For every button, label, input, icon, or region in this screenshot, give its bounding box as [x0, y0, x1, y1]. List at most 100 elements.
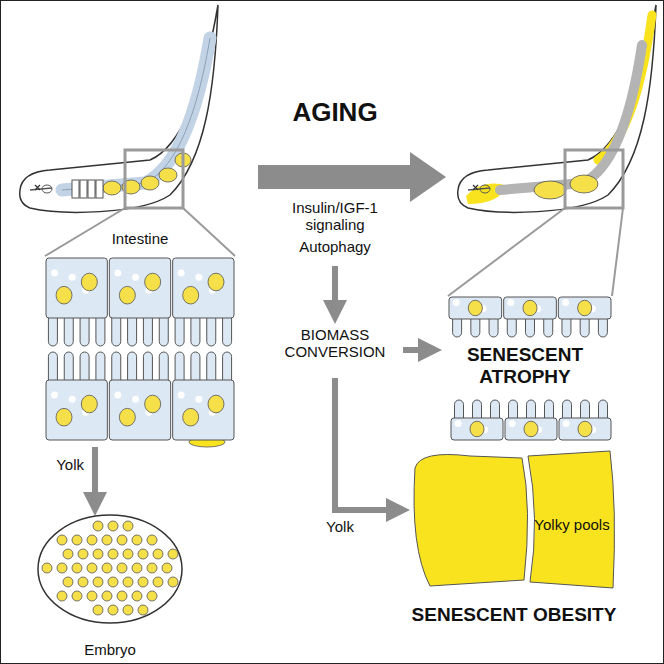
zoom-box: [565, 150, 623, 208]
lipid-droplet: [455, 420, 462, 427]
lipid-droplet: [195, 274, 202, 281]
intestinal-cells: [46, 258, 611, 440]
cell-body: [559, 418, 611, 440]
label-anchor: Yolk: [312, 518, 368, 535]
old-worm: [448, 5, 656, 296]
yolk-granule: [57, 535, 67, 545]
embryo-ellipse: Embryo: [35, 512, 185, 660]
label-anchor: Autophagy: [270, 238, 400, 255]
yolk-granule: [117, 591, 127, 601]
part-label: Embryo: [35, 641, 185, 658]
oocytes-part: [80, 180, 87, 198]
intestinal-cell: [173, 258, 234, 346]
yolk-granule: [123, 605, 133, 615]
yolk-granule: [78, 549, 88, 559]
yolk-granule: [108, 521, 118, 531]
lipid-droplet: [562, 299, 569, 306]
yolk-granule: [42, 563, 52, 573]
intestine-lumen: [62, 38, 210, 190]
yolk-pool: [598, 15, 652, 160]
pharynx-bulb: [480, 185, 490, 193]
yolk-granule: [87, 563, 97, 573]
nucleus: [470, 421, 484, 436]
embryo-shell: [38, 515, 182, 623]
lipid-droplet: [563, 420, 570, 427]
cell-body: [505, 418, 557, 440]
worm-body: [20, 5, 218, 212]
part-label: Yolky pools: [534, 516, 610, 533]
intestinal-cell: [109, 352, 170, 440]
worm-intestine: [62, 38, 210, 190]
cell-body: [46, 258, 107, 318]
lipid-droplet: [195, 396, 202, 403]
pharynx: [468, 188, 490, 190]
embryos-in-uterus-part: [534, 181, 566, 199]
edge-label: Yolk: [40, 456, 84, 473]
yolk-granule: [147, 591, 157, 601]
yolk-granule: [138, 577, 148, 587]
embryos-in-uterus-part: [159, 168, 177, 182]
nucleus: [524, 421, 538, 436]
yolk-granule: [63, 549, 73, 559]
intestinal-cell: [46, 258, 107, 346]
aging-arrow: [258, 152, 446, 202]
nucleus: [81, 395, 97, 413]
yolk-granule: [57, 591, 67, 601]
yolk-granule: [93, 549, 103, 559]
yolk-granule: [108, 577, 118, 587]
nucleus: [145, 395, 161, 413]
lipid-droplet: [69, 396, 76, 403]
yolk-granule: [57, 563, 67, 573]
zoom-lines: [448, 208, 623, 296]
yolk-granule: [108, 605, 118, 615]
yolk-granule: [168, 577, 178, 587]
yolk-granule: [108, 549, 118, 559]
embryos-in-uterus-part: [103, 181, 121, 195]
pharynx: [30, 188, 52, 190]
intestinal-cell: [558, 297, 611, 337]
yolk-granule: [87, 591, 97, 601]
yolk-granule: [102, 535, 112, 545]
yolky-pool: [414, 455, 528, 587]
embryos-in-uterus-part: [570, 175, 598, 193]
lipid-droplet: [114, 392, 121, 399]
zoom-box: [125, 150, 183, 208]
yolky-pool: [528, 451, 614, 588]
yolk-arrow: [92, 447, 98, 504]
intestinal-cell: [504, 297, 557, 337]
mouth-mark: [473, 185, 478, 190]
yolk-granule: [123, 577, 133, 587]
obesity-panel: Yolky poolsSENESCENT OBESITY: [410, 398, 618, 656]
process-label: BIOMASS CONVERSION: [268, 326, 402, 361]
yolk-granule: [72, 591, 82, 601]
lipid-droplet: [51, 270, 58, 277]
nucleus: [119, 408, 135, 426]
nucleus: [523, 300, 537, 315]
intestinal-cell: [46, 352, 107, 440]
yolk-granule: [153, 549, 163, 559]
nucleus: [578, 300, 592, 315]
cell-body: [109, 380, 170, 440]
cell-body: [173, 380, 234, 440]
nucleus: [119, 286, 135, 304]
yolk-granule: [132, 563, 142, 573]
yolk-granule: [123, 549, 133, 559]
nucleus: [56, 286, 72, 304]
nucleus: [183, 408, 199, 426]
yolk-granule: [168, 549, 178, 559]
oocytes-part: [72, 180, 79, 198]
intestinal-cell: [505, 400, 557, 440]
young-worm: [20, 5, 235, 256]
yolk-granule: [162, 563, 172, 573]
cell-body: [504, 297, 557, 319]
lipid-droplet: [114, 270, 121, 277]
yolk-granule: [102, 563, 112, 573]
embryos-in-uterus-part: [141, 176, 159, 190]
lipid-droplet: [507, 299, 514, 306]
oocytes: [72, 180, 103, 198]
worm-body: [458, 5, 656, 212]
yolk-granule: [132, 591, 142, 601]
cell-body: [449, 297, 502, 319]
yolk-granule: [87, 535, 97, 545]
